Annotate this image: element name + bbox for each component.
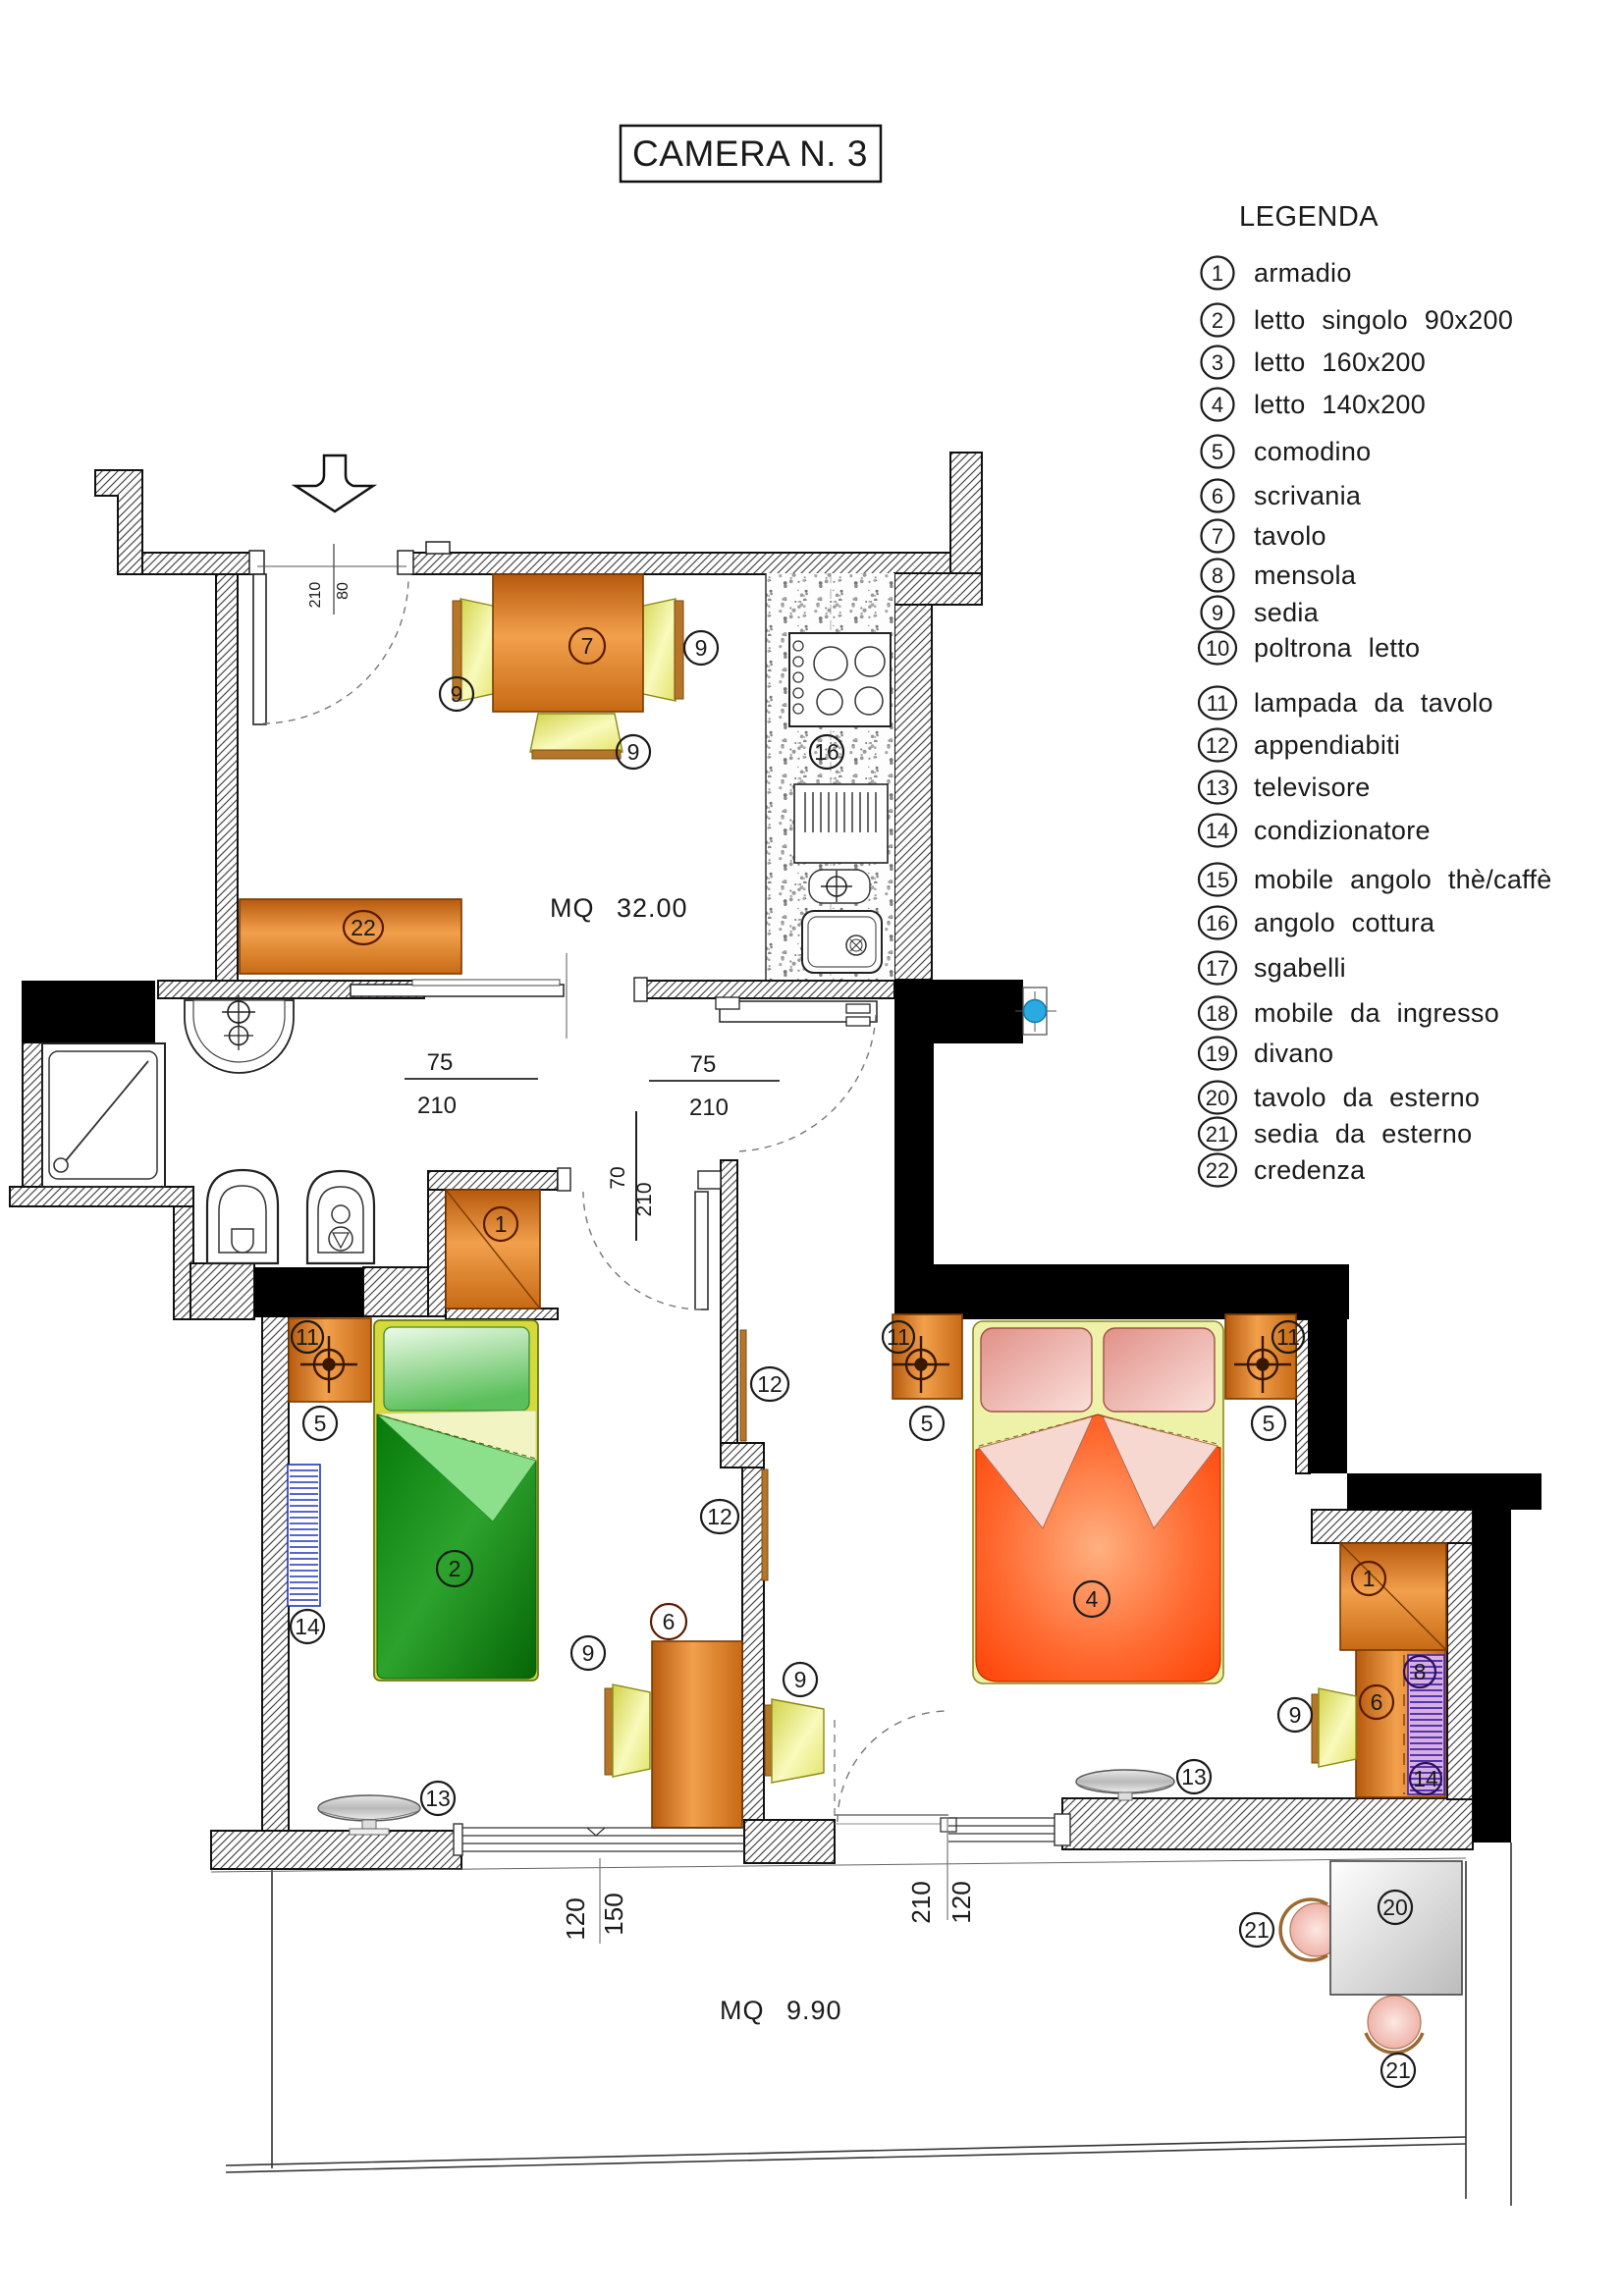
svg-text:12: 12 [757, 1371, 783, 1397]
svg-text:CAMERA N. 3: CAMERA N. 3 [632, 133, 868, 174]
svg-text:divano: divano [1254, 1039, 1333, 1068]
svg-text:210: 210 [307, 582, 324, 609]
svg-text:75: 75 [690, 1051, 717, 1078]
svg-text:8: 8 [1212, 563, 1223, 588]
svg-text:9: 9 [794, 1667, 807, 1692]
svg-text:scrivania: scrivania [1254, 481, 1362, 510]
svg-text:11: 11 [1207, 691, 1229, 716]
svg-text:appendiabiti: appendiabiti [1254, 730, 1400, 760]
svg-text:4: 4 [1086, 1586, 1099, 1612]
svg-text:5: 5 [1212, 440, 1223, 464]
svg-text:armadio: armadio [1254, 258, 1352, 288]
svg-text:75: 75 [427, 1049, 454, 1076]
svg-text:80: 80 [335, 582, 352, 600]
svg-text:12: 12 [707, 1504, 732, 1529]
svg-text:mobile angolo thè/caffè: mobile angolo thè/caffè [1254, 865, 1552, 894]
svg-text:2: 2 [449, 1556, 461, 1581]
svg-text:4: 4 [1212, 393, 1223, 417]
svg-text:1: 1 [1363, 1566, 1376, 1591]
svg-text:9: 9 [1212, 601, 1223, 625]
svg-text:7: 7 [581, 633, 594, 659]
svg-text:120: 120 [561, 1897, 590, 1940]
svg-text:2: 2 [1212, 308, 1223, 333]
svg-text:mobile da ingresso: mobile da ingresso [1254, 998, 1499, 1028]
svg-text:5: 5 [314, 1411, 327, 1436]
svg-text:6: 6 [1371, 1689, 1383, 1715]
svg-text:14: 14 [1206, 819, 1229, 843]
svg-text:17: 17 [1206, 956, 1229, 981]
svg-text:22: 22 [1206, 1158, 1229, 1183]
svg-text:tavolo da esterno: tavolo da esterno [1254, 1083, 1480, 1112]
svg-text:70: 70 [607, 1166, 629, 1189]
svg-text:televisore: televisore [1254, 773, 1371, 802]
svg-text:13: 13 [1206, 775, 1229, 800]
svg-text:9: 9 [1289, 1702, 1302, 1728]
svg-text:11: 11 [887, 1324, 910, 1350]
svg-text:16: 16 [1206, 911, 1229, 935]
svg-text:sedia: sedia [1254, 598, 1320, 627]
svg-text:21: 21 [1385, 2057, 1411, 2083]
svg-text:210: 210 [906, 1881, 936, 1923]
svg-text:comodino: comodino [1254, 437, 1371, 466]
svg-text:9: 9 [451, 681, 463, 707]
svg-text:11: 11 [1276, 1324, 1300, 1350]
svg-text:13: 13 [1181, 1764, 1207, 1789]
svg-text:5: 5 [921, 1411, 934, 1436]
svg-text:8: 8 [1414, 1659, 1427, 1684]
svg-text:13: 13 [425, 1786, 451, 1811]
svg-text:5: 5 [1263, 1411, 1275, 1436]
svg-text:15: 15 [1206, 868, 1229, 892]
svg-text:tavolo: tavolo [1254, 521, 1326, 551]
svg-text:letto 160x200: letto 160x200 [1254, 347, 1426, 377]
svg-text:condizionatore: condizionatore [1254, 816, 1431, 845]
svg-text:20: 20 [1382, 1895, 1408, 1920]
svg-text:poltrona letto: poltrona letto [1254, 633, 1420, 663]
svg-text:18: 18 [1206, 1001, 1229, 1026]
svg-text:LEGENDA: LEGENDA [1239, 201, 1379, 233]
svg-text:10: 10 [1206, 636, 1229, 661]
svg-text:MQ 9.90: MQ 9.90 [720, 1996, 842, 2025]
svg-text:6: 6 [663, 1609, 676, 1634]
svg-text:1: 1 [495, 1211, 508, 1237]
svg-text:1: 1 [1212, 261, 1223, 286]
svg-text:6: 6 [1212, 484, 1223, 508]
svg-text:21: 21 [1244, 1917, 1270, 1943]
svg-text:12: 12 [1206, 733, 1229, 758]
svg-text:19: 19 [1206, 1041, 1229, 1066]
svg-text:credenza: credenza [1254, 1155, 1366, 1185]
svg-text:9: 9 [695, 635, 708, 661]
svg-text:mensola: mensola [1254, 561, 1357, 590]
svg-text:150: 150 [599, 1893, 628, 1935]
svg-text:9: 9 [627, 739, 640, 765]
svg-text:MQ 32.00: MQ 32.00 [550, 893, 688, 923]
svg-text:20: 20 [1206, 1086, 1229, 1110]
svg-text:120: 120 [947, 1881, 976, 1923]
svg-text:7: 7 [1212, 524, 1223, 549]
svg-text:11: 11 [296, 1324, 319, 1350]
svg-text:sgabelli: sgabelli [1254, 953, 1346, 983]
svg-text:210: 210 [417, 1093, 457, 1119]
svg-text:14: 14 [295, 1614, 320, 1639]
svg-text:22: 22 [351, 915, 376, 940]
svg-text:21: 21 [1206, 1122, 1229, 1147]
svg-text:lampada da tavolo: lampada da tavolo [1254, 688, 1493, 718]
svg-text:210: 210 [633, 1182, 656, 1216]
svg-text:letto singolo 90x200: letto singolo 90x200 [1254, 305, 1513, 335]
svg-text:16: 16 [814, 739, 839, 765]
svg-text:letto 140x200: letto 140x200 [1254, 390, 1426, 419]
svg-text:3: 3 [1212, 350, 1223, 375]
svg-text:angolo cottura: angolo cottura [1254, 908, 1435, 937]
svg-text:210: 210 [689, 1095, 729, 1121]
svg-text:9: 9 [582, 1640, 595, 1666]
svg-text:14: 14 [1413, 1766, 1438, 1791]
svg-text:sedia da esterno: sedia da esterno [1254, 1119, 1472, 1148]
